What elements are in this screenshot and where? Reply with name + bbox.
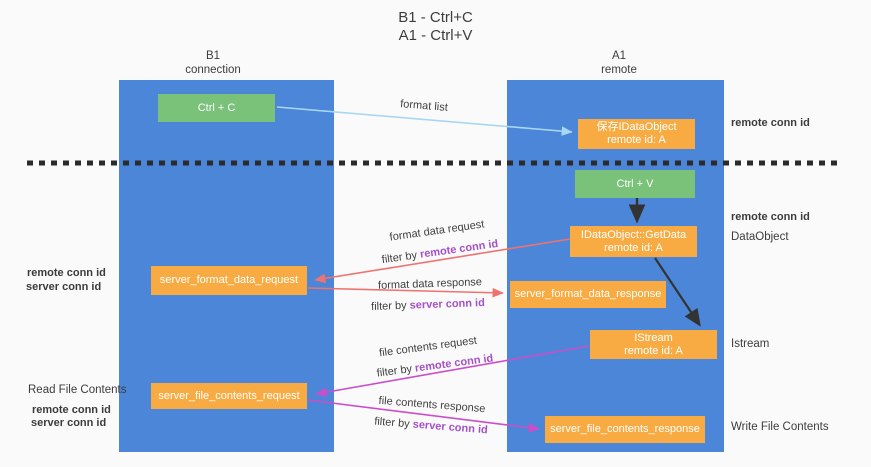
node-server-file-contents-request: server_file_contents_request [151,383,307,409]
node-istream: IStream remote id: A [590,330,717,359]
edge-label-filter-server-1: filter by server conn id [371,297,485,313]
edge-label-filter-server-2: filter by server conn id [374,416,488,437]
node-ctrl-c: Ctrl + C [158,94,275,122]
edge-label-file-contents-response-text: file contents response [378,394,486,416]
edge-label-format-data-request: format data request [389,218,485,243]
column-b1-role: connection [185,64,241,76]
diagram-title: B1 - Ctrl+C A1 - Ctrl+V [0,9,871,45]
read-file-contents-text: Read File Contents [28,384,127,396]
node-server-format-data-request: server_format_data_request [151,266,307,295]
edge-label-format-list-text: format list [399,98,449,114]
node-server-format-data-response: server_format_data_response [510,281,666,308]
node-istream-line2: remote id: A [624,344,683,357]
label-write-file-contents: Write File Contents [731,421,829,433]
label-dataobject: DataObject [731,231,789,243]
remote-conn-id-text: remote conn id [32,404,111,416]
column-b1-name: B1 [205,50,221,62]
remote-conn-id-text: remote conn id [731,117,810,129]
label-istream: Istream [731,338,769,350]
remote-conn-id-text: remote conn id [27,267,106,279]
filter-by-text: filter by [373,415,411,431]
column-header-b1: B1 connection [153,49,273,77]
node-save-dataobject: 保存IDataObject remote id: A [578,119,695,149]
node-server-format-data-response-label: server_format_data_response [514,288,662,300]
server-conn-id-text: server conn id [409,297,486,312]
node-server-file-contents-response-label: server_file_contents_response [550,423,700,435]
node-save-dataobject-line2: remote id: A [607,134,666,146]
label-remote-conn-id-mid: remote conn id [731,211,810,223]
filter-by-text: filter by [370,299,407,313]
edge-label-format-data-response-text: format data response [377,276,483,292]
label-remote-conn-id-left-2: remote conn id [32,404,111,416]
filter-by-text: filter by [376,363,413,380]
istream-text: Istream [731,338,770,350]
node-server-file-contents-request-label: server_file_contents_request [158,389,300,402]
label-remote-conn-id-top: remote conn id [731,117,810,129]
edge-label-file-contents-response: file contents response [378,395,486,415]
label-server-conn-id-left-2: server conn id [31,417,106,429]
column-header-a1: A1 remote [559,49,679,77]
edge-label-format-data-response: format data response [378,276,482,292]
node-save-dataobject-line1: 保存IDataObject [596,121,677,133]
edge-label-format-list: format list [400,98,448,114]
node-getdata-line1: IDataObject::GetData [580,228,687,241]
server-conn-id-text: server conn id [26,281,102,293]
column-a1-name: A1 [611,50,627,62]
label-server-conn-id-left-1: server conn id [26,281,101,293]
server-conn-id-text: server conn id [412,418,489,437]
node-istream-line1: IStream [634,331,673,344]
filter-by-text: filter by [381,249,418,267]
remote-conn-id-text: remote conn id [414,352,494,375]
node-ctrl-v-label: Ctrl + V [616,177,654,190]
edge-label-format-data-request-text: format data request [388,218,486,244]
node-getdata-line2: remote id: A [604,241,663,254]
title-line-2: A1 - Ctrl+V [398,27,473,44]
remote-conn-id-text: remote conn id [731,211,810,223]
label-remote-conn-id-left-1: remote conn id [27,267,106,279]
remote-conn-id-text: remote conn id [419,237,499,261]
column-a1-role: remote [601,64,637,76]
node-server-format-data-request-label: server_format_data_request [159,274,299,286]
node-ctrl-v: Ctrl + V [575,170,695,198]
title-line-1: B1 - Ctrl+C [398,9,473,26]
node-ctrl-c-label: Ctrl + C [197,101,236,114]
server-conn-id-text: server conn id [31,417,107,429]
label-read-file-contents: Read File Contents [28,384,126,396]
write-file-contents-text: Write File Contents [731,421,829,433]
node-idataobject-getdata: IDataObject::GetData remote id: A [570,226,697,257]
dataobject-text: DataObject [731,231,789,243]
node-server-file-contents-response: server_file_contents_response [545,416,705,443]
